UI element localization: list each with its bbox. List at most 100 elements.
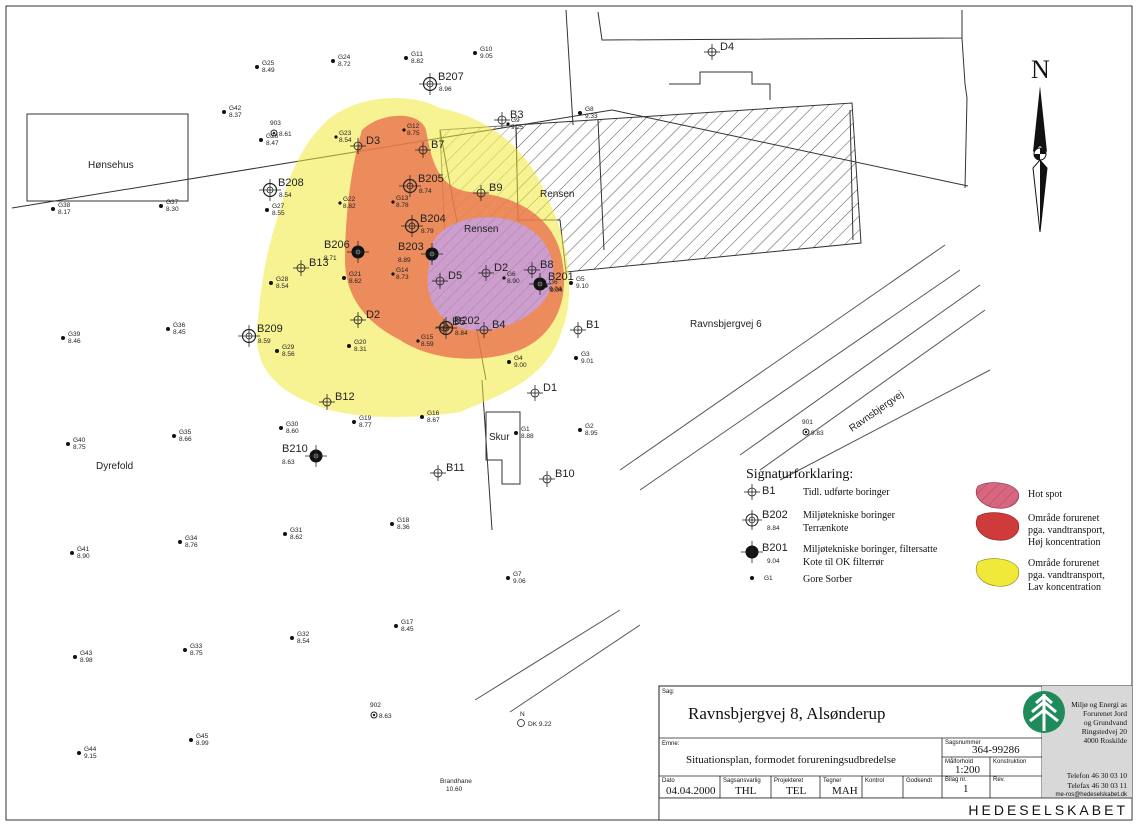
inner-val: 8.59 <box>421 341 434 348</box>
house-step <box>669 71 771 100</box>
title-sag: Ravnsbjergvej 8, Alsønderup <box>688 704 886 723</box>
old-boring-d4: D4 <box>704 41 734 60</box>
old-boring-b13: B13 <box>293 257 329 276</box>
gore-point-g3: G39.01 <box>574 351 594 365</box>
svg-text:Terrænkote: Terrænkote <box>803 523 849 534</box>
fix-point-val: 9.83 <box>811 430 824 437</box>
fix-point-id: 903 <box>270 120 281 127</box>
inner-val: 8.54 <box>339 137 352 144</box>
old-boring-d1: D1 <box>527 382 557 401</box>
old-boring-b9: B9 <box>473 182 502 201</box>
skur-outline <box>485 411 521 485</box>
legend-zone-low: Område forurenet pga. vandtransport, Lav… <box>976 558 1105 593</box>
ravnsbjergvej-road-lines <box>474 244 991 713</box>
gore-val: 8.66 <box>179 436 192 443</box>
gore-val: 8.62 <box>290 534 303 541</box>
fence-1 <box>481 379 493 531</box>
svg-text:Emne:: Emne: <box>662 741 680 747</box>
gore-id: G3 <box>581 351 590 358</box>
svg-text:Lav koncentration: Lav koncentration <box>1028 582 1101 593</box>
old-boring-id: D5 <box>448 270 462 282</box>
svg-text:Miljøtekniske boringer: Miljøtekniske boringer <box>803 510 896 521</box>
gore-id: G39 <box>68 331 81 338</box>
old-boring-id: B7 <box>431 139 444 151</box>
gore-val: 8.45 <box>173 329 186 336</box>
gore-val: 9.33 <box>585 113 598 120</box>
gore-id: G4 <box>514 355 523 362</box>
gore-val: 8.99 <box>196 740 209 747</box>
dk-point <box>517 719 525 727</box>
inner-val: 8.82 <box>343 203 356 210</box>
svg-text:Kote til OK filterrør: Kote til OK filterrør <box>803 557 884 568</box>
label-brandhane: Brandhane <box>440 778 472 785</box>
old-boring-d2b: D2 <box>478 262 508 281</box>
fix-point-id: 901 <box>802 419 813 426</box>
gore-id: G45 <box>196 733 209 740</box>
svg-text:pga. vandtransport,: pga. vandtransport, <box>1028 570 1105 581</box>
house-line-b <box>849 109 854 241</box>
label-ravnsbjergvej-6: Ravnsbjergvej 6 <box>690 319 762 330</box>
property-line-2 <box>611 109 969 187</box>
gore-id: G16 <box>427 410 440 417</box>
old-boring-id: B12 <box>335 391 355 403</box>
honsehus-building <box>26 113 189 202</box>
old-boring-b12: B12 <box>319 391 355 410</box>
svg-text:B201: B201 <box>762 542 788 554</box>
gore-val: 9.00 <box>514 362 527 369</box>
svg-text:Rev.: Rev. <box>993 777 1005 783</box>
fix-point-id: 902 <box>370 702 381 709</box>
old-boring-id: D2 <box>494 262 508 274</box>
gore-id: G38 <box>58 202 71 209</box>
gore-val: 8.17 <box>58 209 71 216</box>
svg-text:Godkendt: Godkendt <box>906 778 932 784</box>
gore-point-g2: G28.95 <box>578 423 598 437</box>
svg-text:me-ros@hedeselskabet.dk: me-ros@hedeselskabet.dk <box>1056 792 1128 798</box>
brand-hedeselskabet: HEDESELSKABET <box>968 802 1128 818</box>
gore-val: 8.54 <box>297 638 310 645</box>
north-arrow: N <box>1031 55 1050 233</box>
north-arrow-upper <box>1033 86 1047 152</box>
inner-id: G14 <box>396 267 409 274</box>
gore-val: 8.45 <box>401 626 414 633</box>
svg-text:364-99286: 364-99286 <box>972 744 1020 756</box>
env-boring-val: 8.59 <box>258 338 271 345</box>
north-arrow-lower-fill <box>1040 160 1047 232</box>
legend-zone-high: Område forurenet pga. vandtransport, Høj… <box>976 512 1105 548</box>
old-boring-id: B5 <box>452 316 465 328</box>
legend-gore-sorber: G1 Gore Sorber <box>750 574 853 585</box>
gore-val: 8.88 <box>521 433 534 440</box>
gore-id: G21 <box>349 271 362 278</box>
company-logo <box>1023 691 1065 733</box>
gore-id: G7 <box>513 571 522 578</box>
svg-text:Sagsansvarlig: Sagsansvarlig <box>723 778 761 784</box>
gore-val: 8.55 <box>272 210 285 217</box>
zone-hot-spot-hatch <box>427 217 554 331</box>
svg-text:TEL: TEL <box>786 785 806 797</box>
svg-text:1:200: 1:200 <box>955 764 981 776</box>
old-boring-b1: B1 <box>570 319 599 338</box>
svg-text:Sag:: Sag: <box>662 689 675 695</box>
map-frame <box>5 5 1133 821</box>
svg-text:Ringstedvej 20: Ringstedvej 20 <box>1082 727 1127 736</box>
svg-text:Bilag nr.: Bilag nr. <box>945 777 967 783</box>
gore-id: G24 <box>338 54 351 61</box>
gore-val: 8.62 <box>349 278 362 285</box>
label-rensen-zone: Rensen <box>464 224 498 235</box>
label-brandhane-val: 10.60 <box>446 786 463 793</box>
